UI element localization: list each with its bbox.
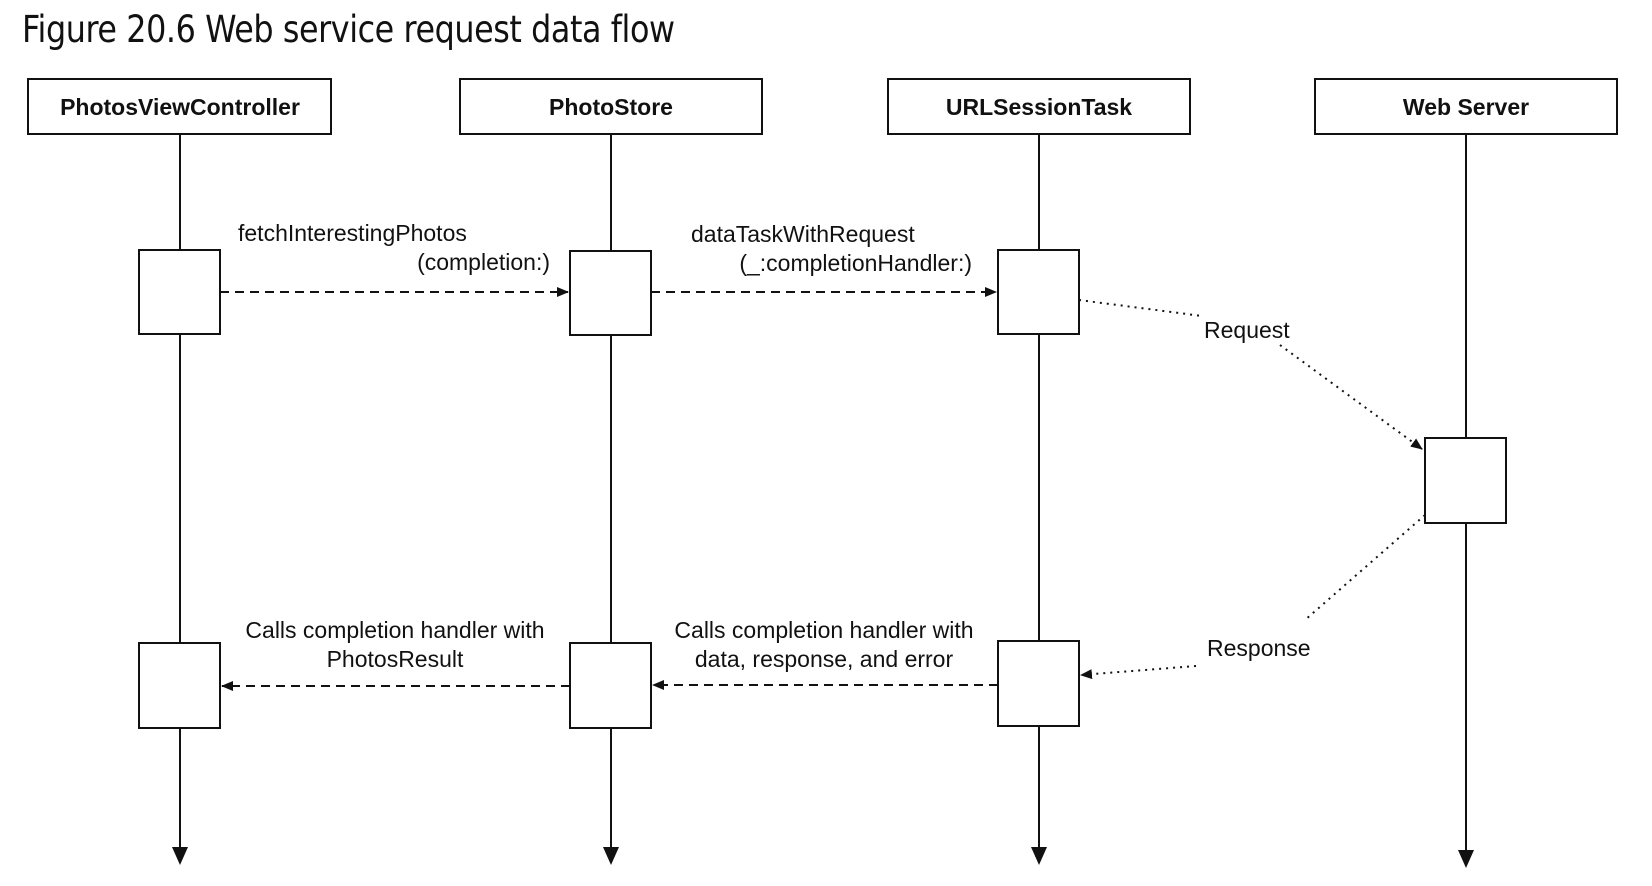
request-label: Request	[1204, 317, 1290, 343]
lifeline-end-arrow	[1458, 850, 1474, 868]
lifeline-end-arrow	[172, 847, 188, 865]
participant-url-session-task: URLSessionTask	[887, 78, 1191, 135]
message-label: data, response, and error	[695, 646, 954, 672]
message-label: PhotosResult	[327, 646, 464, 672]
message-label: (_:completionHandler:)	[739, 250, 972, 276]
request-arrow	[1279, 344, 1423, 450]
activation-box	[569, 642, 652, 729]
message-label: Calls completion handler with	[245, 617, 544, 643]
response-label: Response	[1207, 635, 1311, 661]
lifeline-end-arrow	[1031, 847, 1047, 865]
participant-label: PhotoStore	[549, 94, 673, 120]
activation-box	[138, 642, 221, 729]
message-label: (completion:)	[417, 249, 550, 275]
activation-box	[138, 249, 221, 335]
lifeline-end-arrow	[603, 847, 619, 865]
response-arrow	[1080, 665, 1197, 680]
activation-box	[997, 640, 1080, 727]
figure-title: Figure 20.6 Web service request data flo…	[22, 8, 675, 51]
activation-box	[569, 250, 652, 336]
participant-label: PhotosViewController	[60, 94, 300, 120]
activation-box	[1424, 437, 1507, 524]
activation-box	[997, 249, 1080, 335]
participant-label: URLSessionTask	[946, 94, 1132, 120]
response-arrow	[1304, 514, 1426, 621]
participant-label: Web Server	[1403, 94, 1529, 120]
message-label: Calls completion handler with	[674, 617, 973, 643]
participant-web-server: Web Server	[1314, 78, 1618, 135]
request-arrow	[1078, 299, 1203, 317]
participant-photo-store: PhotoStore	[459, 78, 763, 135]
message-label: fetchInterestingPhotos	[238, 220, 467, 246]
participant-photos-view-controller: PhotosViewController	[27, 78, 332, 135]
message-label: dataTaskWithRequest	[691, 221, 915, 247]
